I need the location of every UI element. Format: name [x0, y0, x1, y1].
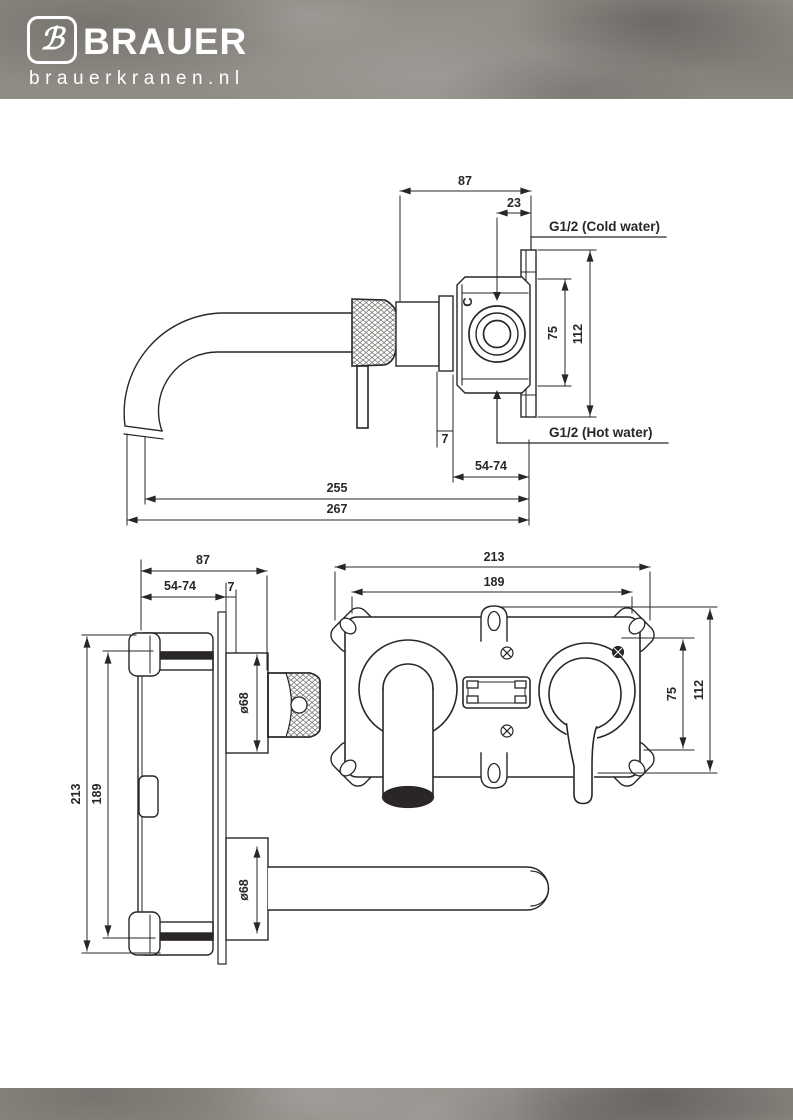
- center-bracket: [462, 676, 531, 709]
- brauer-monogram-icon: ℬ: [27, 16, 77, 64]
- dim-54-74-side: [140, 582, 237, 653]
- knurled-knob-front: [267, 672, 321, 738]
- corner-tab-holes: [339, 617, 646, 777]
- dim-213-front-label: 213: [484, 550, 505, 564]
- spout-tube-side: [267, 866, 550, 911]
- dim-7-top-label: 7: [442, 432, 449, 446]
- spout-curved: [123, 312, 353, 440]
- hot-water-label: G1/2 (Hot water): [549, 425, 653, 440]
- dim-189-side-label: 189: [90, 784, 104, 805]
- dim-75-top-label: 75: [546, 326, 560, 340]
- dim-54-74-side-label: 54-74: [164, 579, 196, 593]
- retainer-slot: [138, 775, 159, 818]
- trim-ring-edge: [438, 295, 454, 372]
- cold-water-leader: [530, 236, 667, 251]
- front-view-drawing: 213 189 112 75: [330, 550, 718, 809]
- dim-75-front-label: 75: [665, 687, 679, 701]
- mounting-clip-bottom: [128, 911, 161, 956]
- dim-23: [493, 209, 532, 301]
- dim-213-side: [81, 634, 161, 954]
- valve-neck-cylinder: [395, 301, 440, 367]
- dim-112-top: [537, 249, 597, 418]
- handle-front: [538, 642, 636, 805]
- dim-267: [126, 433, 530, 526]
- upper-escutcheon-side: [225, 652, 269, 754]
- top-drawing-side-elevation: C 87 23 G1/2 (Cold water): [123, 174, 669, 526]
- dim-54-74-top: [452, 439, 530, 526]
- dim-213-side-label: 213: [69, 784, 83, 805]
- dim-75-top: [537, 278, 572, 387]
- brand-website: brauerkranen.nl: [29, 68, 245, 89]
- brand-logo: ℬ BRAUER brauerkranen.nl: [27, 16, 248, 90]
- dim-d68-lower-label: ø68: [237, 879, 251, 901]
- lower-escutcheon-side: [225, 837, 269, 941]
- dim-112-front: [501, 606, 718, 774]
- dim-87-top-label: 87: [458, 174, 472, 188]
- dim-213-front: [334, 563, 651, 621]
- dim-23-label: 23: [507, 196, 521, 210]
- dim-267-label: 267: [327, 502, 348, 516]
- dim-d68-upper-label: ø68: [237, 692, 251, 714]
- footer-band: [0, 1088, 793, 1120]
- dim-87-side-label: 87: [196, 553, 210, 567]
- dim-189-front-label: 189: [484, 575, 505, 589]
- wall-plate-side: [217, 611, 227, 965]
- hot-water-leader: [493, 390, 669, 444]
- knurled-knob-side: [351, 298, 398, 367]
- dim-7-top: [436, 371, 454, 483]
- center-tab-top-hole: [487, 610, 501, 632]
- dim-189-side: [102, 650, 156, 939]
- valve-body: [456, 276, 531, 394]
- spout-outlet-front: [358, 639, 458, 809]
- dim-255-label: 255: [327, 481, 348, 495]
- mounting-clip-top: [128, 632, 161, 677]
- side-view-drawing: 87 54-74 7 213 189: [69, 553, 550, 965]
- cartridge-marking-c: C: [460, 297, 475, 307]
- fixing-screws: [500, 645, 625, 738]
- dim-255: [144, 436, 530, 505]
- handle-rod: [356, 365, 369, 429]
- brand-name: BRAUER: [83, 20, 248, 62]
- dim-189-front: [351, 588, 633, 614]
- dim-54-74-top-label: 54-74: [475, 459, 507, 473]
- dim-75-front: [621, 637, 695, 751]
- dim-7-side-label: 7: [228, 580, 235, 594]
- dim-112-front-label: 112: [692, 680, 706, 700]
- dim-112-top-label: 112: [571, 324, 585, 344]
- header-band: ℬ BRAUER brauerkranen.nl: [0, 0, 793, 99]
- center-tab-bottom-hole: [487, 762, 501, 784]
- cold-water-label: G1/2 (Cold water): [549, 219, 660, 234]
